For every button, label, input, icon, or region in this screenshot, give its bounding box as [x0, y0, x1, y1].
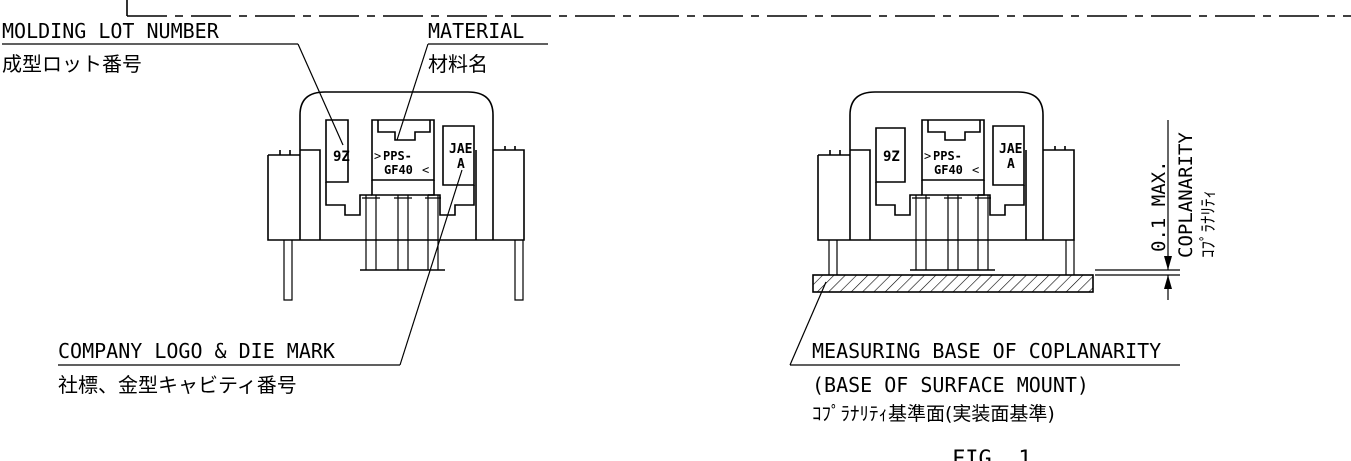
material-mark-right-line2: GF40: [934, 163, 963, 177]
material-label: MATERIAL: [428, 19, 524, 43]
measuring-base-label: MEASURING BASE OF COPLANARITY: [812, 339, 1161, 363]
right-connector: [817, 91, 1075, 275]
measuring-base-plate: [812, 274, 1094, 293]
measuring-base-label-jp: ｺﾌﾟﾗﾅﾘﾃｨ基準面(実装面基準): [812, 403, 1055, 425]
arrow-left-icon: <: [422, 163, 429, 177]
material-mark-line2: GF40: [384, 163, 413, 177]
company-logo-label: COMPANY LOGO & DIE MARK: [58, 339, 335, 363]
logo-mark-right-line2: A: [1007, 157, 1015, 172]
measuring-base-label-2: (BASE OF SURFACE MOUNT): [812, 373, 1089, 397]
coplanarity-dimension: [1095, 120, 1180, 300]
lot-mark-right: 9Z: [883, 149, 900, 165]
molding-lot-leader: [297, 43, 344, 146]
figure-label: FIG. 1: [952, 447, 1031, 461]
arrow-right-icon: >: [924, 149, 931, 163]
material-label-jp: 材料名: [428, 52, 488, 76]
left-connector: [267, 91, 525, 301]
arrow-left-icon: <: [972, 163, 979, 177]
dimension-value: 0.1 MAX.: [1148, 160, 1170, 252]
logo-mark-line2: A: [457, 157, 465, 172]
company-logo-label-jp: 社標、金型キャビティ番号: [58, 373, 297, 397]
lot-mark: 9Z: [333, 149, 350, 165]
dimension-label-jp: ｺﾌﾟﾗﾅﾘﾃｨ: [1199, 190, 1219, 258]
material-mark-line1: PPS-: [383, 149, 412, 163]
molding-lot-label: MOLDING LOT NUMBER: [2, 19, 220, 43]
material-leader: [396, 43, 429, 141]
material-mark-right-line1: PPS-: [933, 149, 962, 163]
measuring-base-leader: [789, 281, 827, 366]
top-border: [126, 0, 1351, 17]
dimension-label-en: COPLANARITY: [1175, 132, 1197, 258]
logo-mark-line1: JAE: [449, 142, 472, 157]
company-logo-leader: [399, 169, 463, 366]
arrow-right-icon: >: [374, 149, 381, 163]
molding-lot-label-jp: 成型ロット番号: [2, 52, 142, 76]
logo-mark-right-line1: JAE: [999, 142, 1022, 157]
